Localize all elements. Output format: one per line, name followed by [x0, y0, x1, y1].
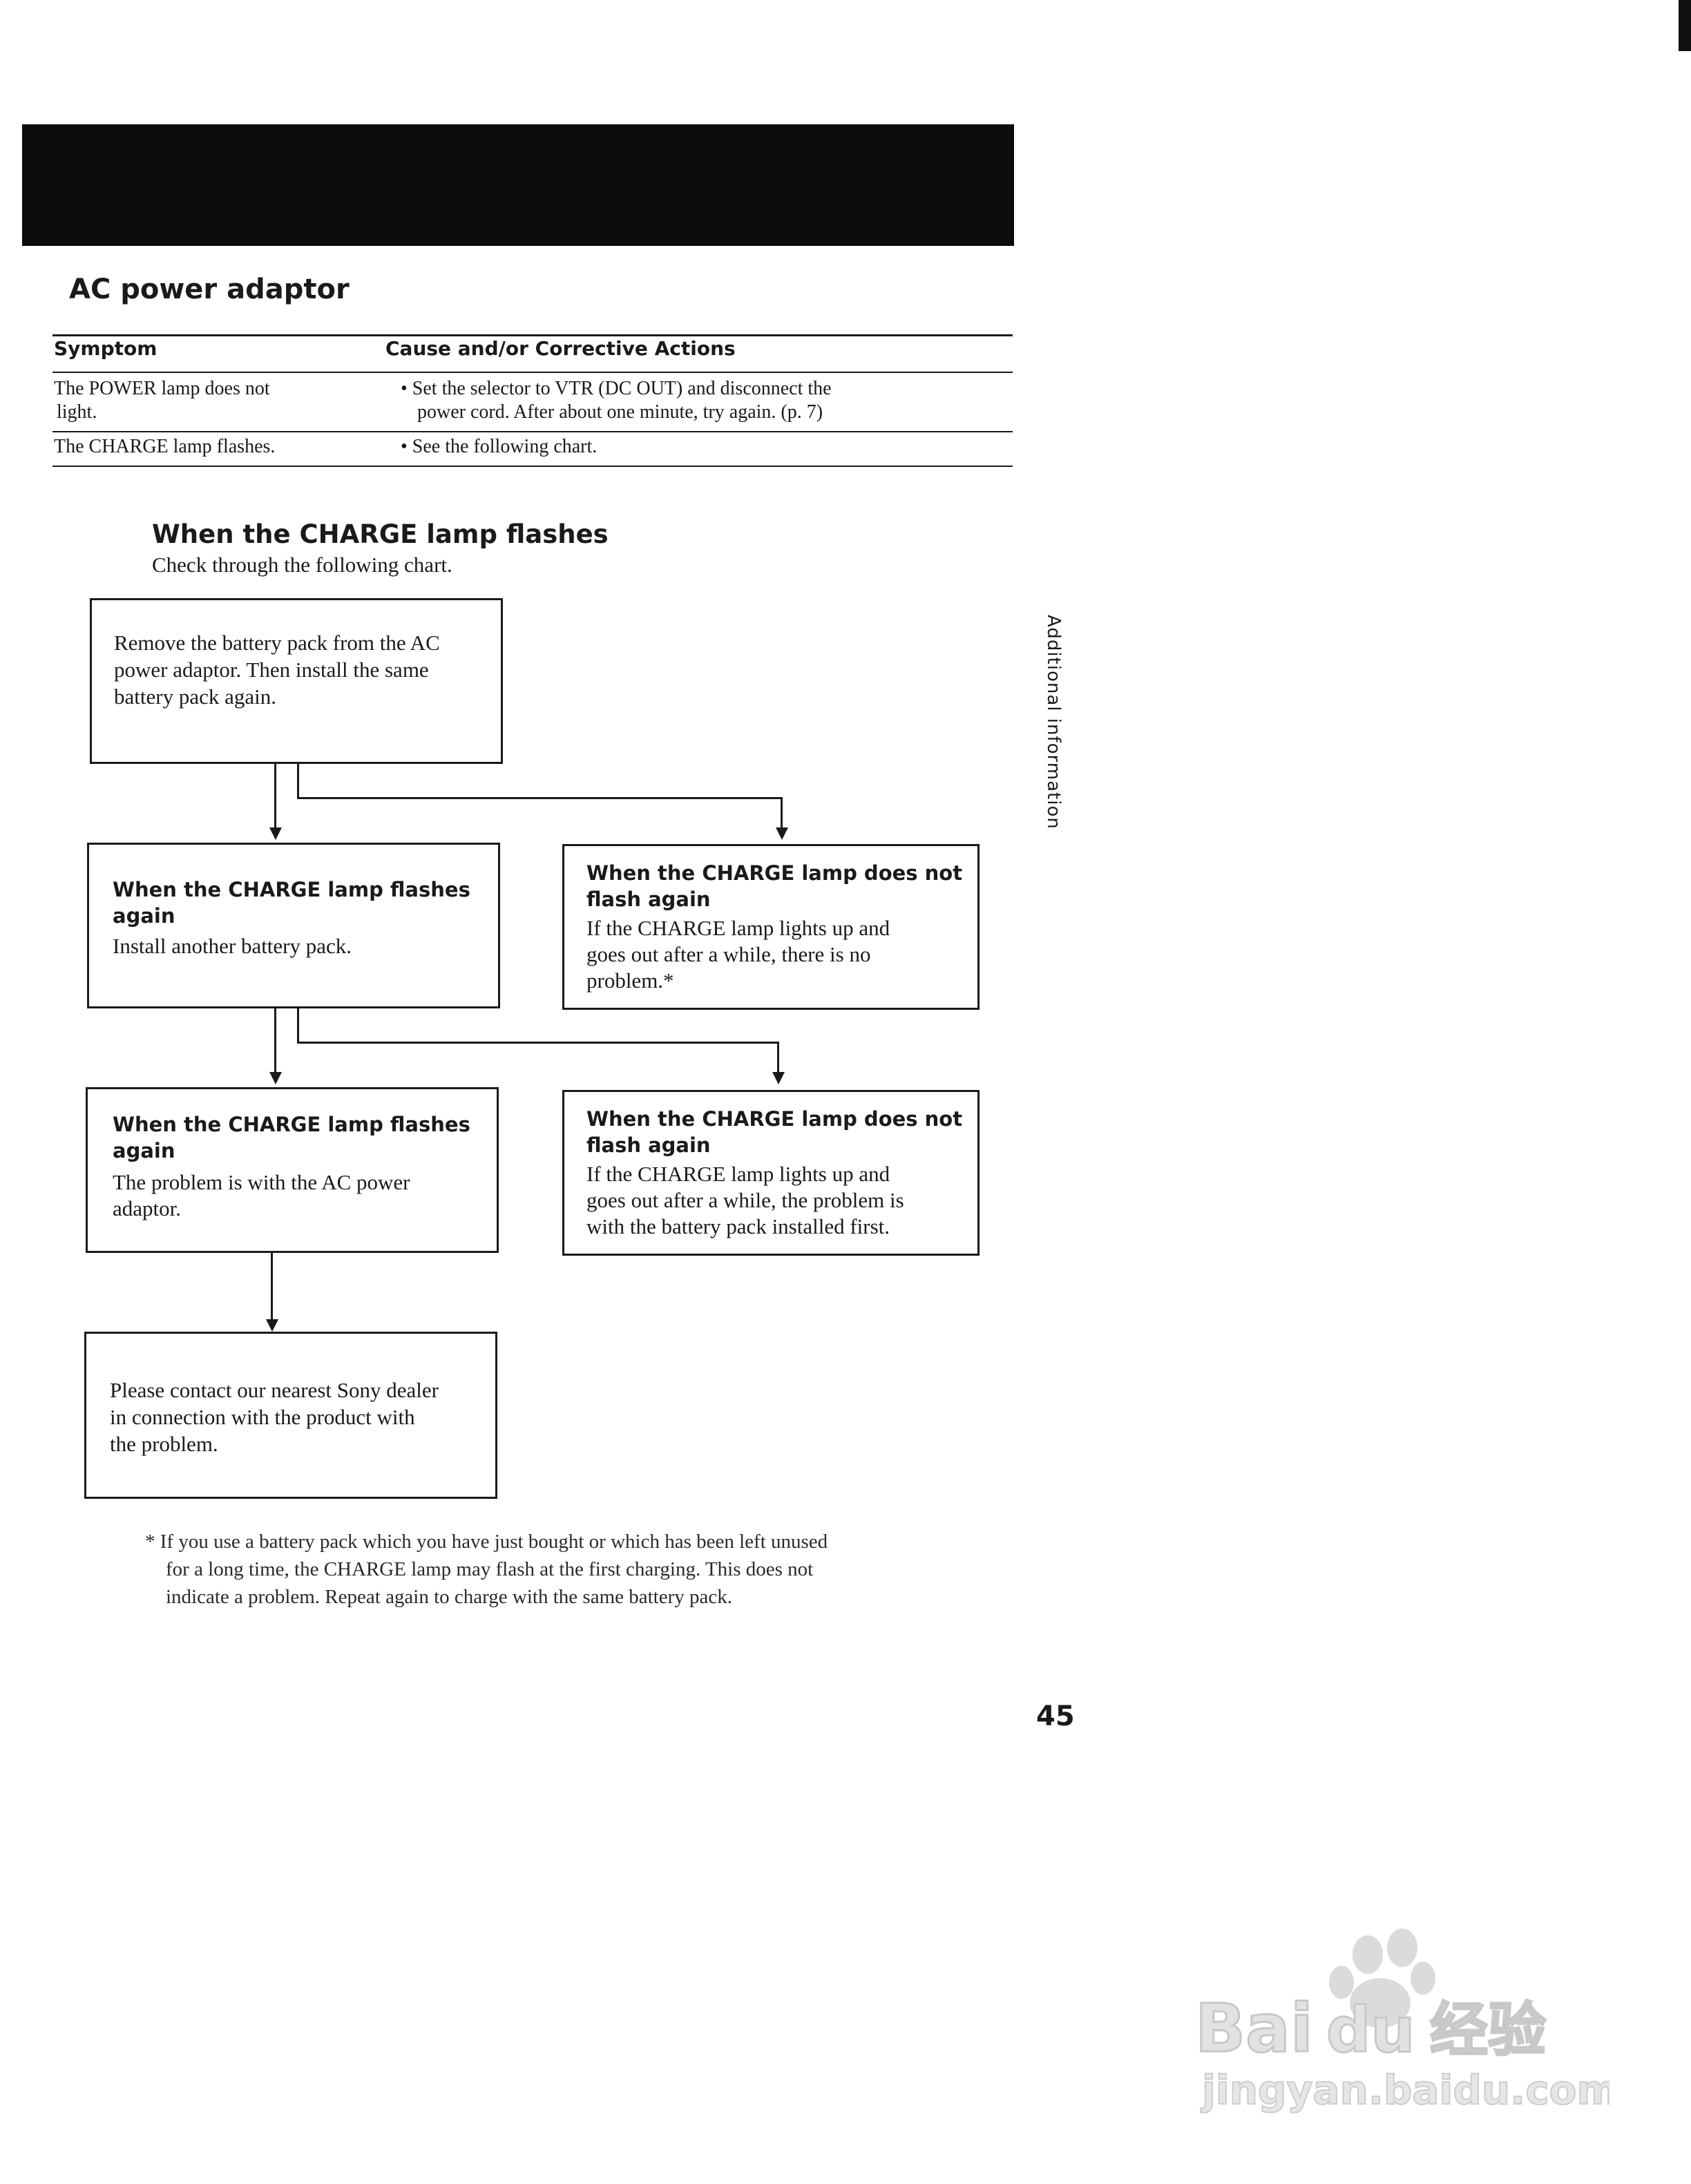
flow-box-heading: again [113, 904, 175, 928]
chapter-header-bar [22, 124, 1014, 246]
flow-box-heading: flash again [586, 888, 711, 911]
flow-start-box: Remove the battery pack from the AC powe… [90, 598, 503, 764]
connector-down-left-2 [274, 1008, 276, 1077]
flow-box-body-line: The problem is with the AC power [113, 1170, 410, 1194]
footnote-line: for a long time, the CHARGE lamp may fla… [166, 1558, 814, 1580]
flow-box-body-line: problem.* [586, 968, 674, 993]
section-title: AC power adaptor [69, 274, 350, 305]
side-section-label: Additional information [1043, 615, 1064, 830]
flow-box-body-line: If the CHARGE lamp lights up and [586, 1162, 890, 1186]
arrow-down-icon [269, 827, 282, 840]
svg-text:经验: 经验 [1430, 1996, 1546, 2064]
flow-box-body: Install another battery pack. [113, 934, 352, 958]
flow-box-heading: flash again [586, 1133, 711, 1157]
flow-box-heading: When the CHARGE lamp does not [586, 861, 963, 885]
footnote: * If you use a battery pack which you ha… [145, 1528, 1002, 1611]
baidu-watermark-logo: Bai du 经验 jingyan.baidu.com [1194, 1927, 1619, 2127]
table-row-rule [52, 431, 1013, 432]
arrow-down-icon [772, 1072, 785, 1084]
svg-text:du: du [1326, 1994, 1415, 2067]
svg-text:Bai: Bai [1195, 1990, 1313, 2067]
table-header-symptom: Symptom [54, 337, 157, 360]
table-row-2-symptom: The CHARGE lamp flashes. [54, 436, 276, 457]
table-bottom-rule [52, 466, 1013, 467]
flow-start-line: Remove the battery pack from the AC [114, 631, 440, 655]
connector-down-right-2 [777, 1042, 779, 1075]
flow-end-line: in connection with the product with [110, 1405, 415, 1429]
page-edge-mark [1679, 0, 1691, 51]
connector-down-left-3 [271, 1253, 273, 1325]
table-header-rule [52, 372, 1013, 373]
flow-box-body: If the CHARGE lamp lights up and goes ou… [586, 1161, 962, 1240]
flow-start-line: power adaptor. Then install the same [114, 658, 429, 682]
table-cell-text: • Set the selector to VTR (DC OUT) and d… [401, 378, 832, 399]
connector-down-right-1 [781, 797, 783, 832]
connector-down-left-1 [274, 764, 276, 833]
footnote-line: indicate a problem. Repeat again to char… [166, 1586, 733, 1608]
flow-box-heading: When the CHARGE lamp flashes [113, 1113, 470, 1136]
table-row-1-symptom: The POWER lamp does not light. [54, 377, 270, 424]
table-cell-text: light. [57, 401, 97, 423]
flow-end-box: Please contact our nearest Sony dealer i… [84, 1332, 497, 1499]
flow-box-body: If the CHARGE lamp lights up and goes ou… [586, 915, 962, 994]
flowchart-subtitle: Check through the following chart. [152, 553, 452, 577]
flow-box-body-line: adaptor. [113, 1196, 181, 1220]
svg-text:jingyan.baidu.com: jingyan.baidu.com [1201, 2067, 1609, 2114]
page-number: 45 [1036, 1701, 1075, 1732]
table-cell-text: power cord. After about one minute, try … [417, 401, 823, 423]
flow-box-body-line: goes out after a while, there is no [586, 942, 871, 966]
flow-end-line: the problem. [110, 1432, 218, 1456]
flow-start-line: battery pack again. [114, 684, 276, 709]
connector-horizontal-2 [297, 1042, 779, 1044]
table-header-actions: Cause and/or Corrective Actions [385, 337, 736, 360]
flow-box-body-line: If the CHARGE lamp lights up and [586, 916, 890, 940]
flow-left1-box: When the CHARGE lamp flashes again Insta… [87, 843, 500, 1008]
arrow-down-icon [269, 1072, 282, 1084]
flow-right2-box: When the CHARGE lamp does not flash agai… [562, 1090, 980, 1256]
flow-box-heading: When the CHARGE lamp does not [586, 1107, 963, 1131]
arrow-down-icon [776, 827, 788, 840]
table-row-1-action: • Set the selector to VTR (DC OUT) and d… [401, 377, 832, 424]
flow-end-line: Please contact our nearest Sony dealer [110, 1378, 439, 1402]
arrow-down-icon [266, 1319, 278, 1332]
table-top-rule [52, 334, 1013, 336]
flow-right1-box: When the CHARGE lamp does not flash agai… [562, 844, 980, 1010]
connector-branch-1 [297, 764, 299, 798]
flowchart-title: When the CHARGE lamp flashes [152, 519, 609, 549]
connector-branch-2 [297, 1008, 299, 1043]
table-cell-text: The POWER lamp does not [54, 378, 270, 399]
flow-box-heading: When the CHARGE lamp flashes [113, 878, 470, 901]
flow-box-heading: again [113, 1139, 175, 1162]
table-row-2-action: • See the following chart. [401, 436, 598, 457]
flow-left2-box: When the CHARGE lamp flashes again The p… [86, 1087, 499, 1253]
footnote-line: * If you use a battery pack which you ha… [145, 1531, 828, 1553]
flow-box-body: The problem is with the AC power adaptor… [113, 1169, 470, 1222]
connector-horizontal-1 [297, 797, 782, 799]
flow-box-body-line: with the battery pack installed first. [586, 1214, 890, 1238]
flow-box-body-line: goes out after a while, the problem is [586, 1188, 904, 1212]
